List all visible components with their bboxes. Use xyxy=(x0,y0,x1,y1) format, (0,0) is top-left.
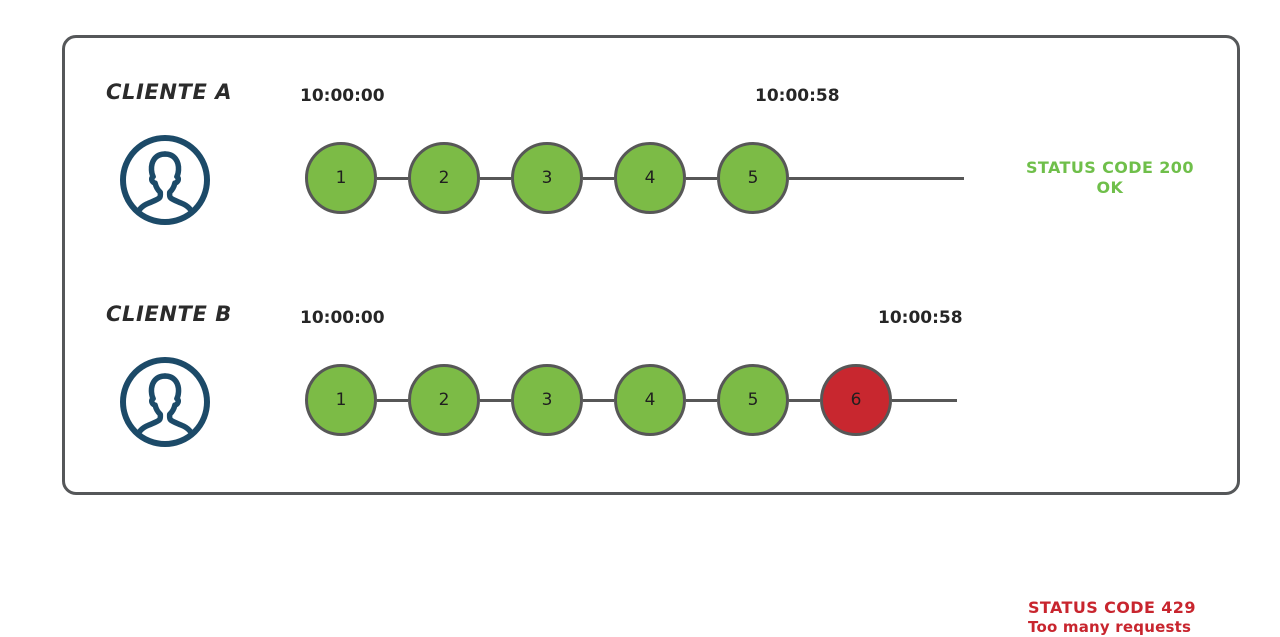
chain-connector xyxy=(377,176,408,180)
user-avatar-icon xyxy=(119,134,211,226)
status-message-a: OK xyxy=(1096,178,1124,197)
request-node-error[interactable]: 6 xyxy=(820,364,892,436)
chain-tail xyxy=(789,176,964,180)
timestamp-start-b: 10:00:00 xyxy=(300,308,385,328)
user-avatar-icon xyxy=(119,356,211,448)
request-node[interactable]: 3 xyxy=(511,142,583,214)
chain-connector xyxy=(480,398,511,402)
chain-connector xyxy=(583,176,614,180)
request-node[interactable]: 4 xyxy=(614,142,686,214)
request-chain-b: 1 2 3 4 5 6 xyxy=(305,364,957,436)
status-badge-b: STATUS CODE 429 Too many requests xyxy=(1028,598,1196,637)
chain-connector xyxy=(583,398,614,402)
status-code-a: STATUS CODE 200 xyxy=(1026,158,1194,177)
status-code-b: STATUS CODE 429 xyxy=(1028,598,1196,617)
request-node[interactable]: 4 xyxy=(614,364,686,436)
request-node[interactable]: 5 xyxy=(717,142,789,214)
timestamp-end-b: 10:00:58 xyxy=(878,308,963,328)
chain-connector xyxy=(686,176,717,180)
diagram-canvas: CLIENTE A 10:00:00 10:00:58 1 2 3 4 5 ST… xyxy=(62,35,1240,636)
status-badge-a: STATUS CODE 200 OK xyxy=(1026,158,1194,198)
request-node[interactable]: 2 xyxy=(408,142,480,214)
request-node[interactable]: 1 xyxy=(305,142,377,214)
chain-connector xyxy=(480,176,511,180)
timestamp-end-a: 10:00:58 xyxy=(755,86,840,106)
request-node[interactable]: 5 xyxy=(717,364,789,436)
request-node[interactable]: 1 xyxy=(305,364,377,436)
chain-connector xyxy=(789,398,820,402)
chain-tail xyxy=(892,398,957,402)
client-label-b: CLIENTE B xyxy=(106,302,232,326)
request-node[interactable]: 2 xyxy=(408,364,480,436)
chain-connector xyxy=(377,398,408,402)
request-node[interactable]: 3 xyxy=(511,364,583,436)
timestamp-start-a: 10:00:00 xyxy=(300,86,385,106)
status-message-b: Too many requests xyxy=(1028,618,1192,636)
client-label-a: CLIENTE A xyxy=(106,80,233,104)
chain-connector xyxy=(686,398,717,402)
request-chain-a: 1 2 3 4 5 xyxy=(305,142,964,214)
